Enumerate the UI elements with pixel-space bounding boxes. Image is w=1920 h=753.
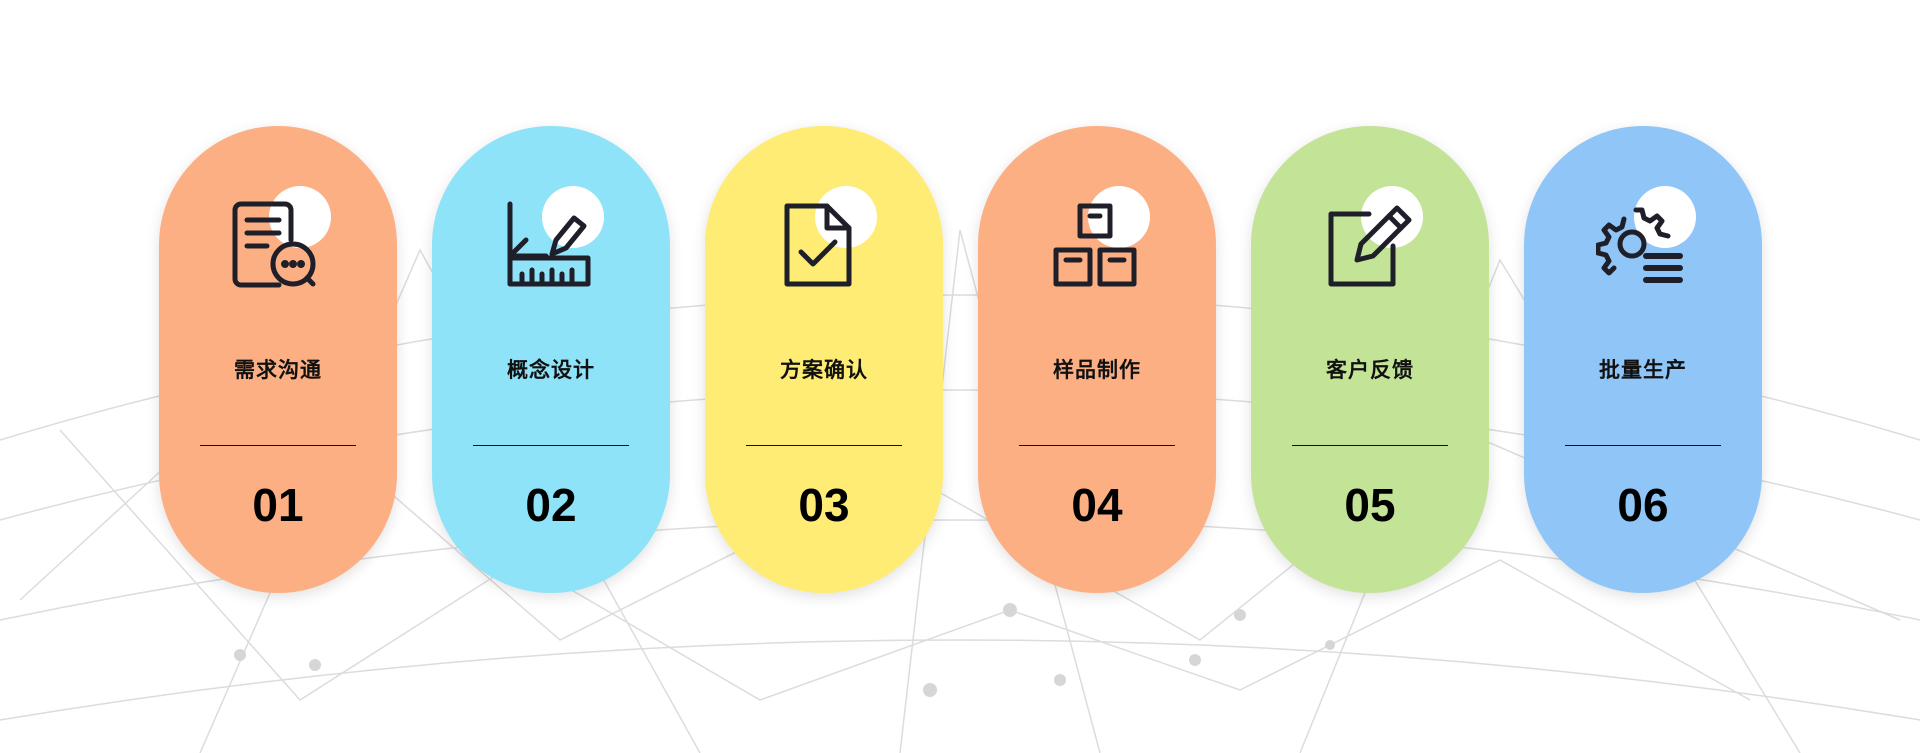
- document-check-icon: [784, 203, 852, 287]
- divider: [200, 445, 356, 446]
- process-step-card-6: 批量生产 06: [1524, 126, 1762, 593]
- step-number: 04: [1071, 479, 1123, 531]
- divider: [1565, 445, 1721, 446]
- step-number: 02: [525, 479, 577, 531]
- process-step-card-5: 客户反馈 05: [1251, 126, 1489, 593]
- ruler-pencil-icon: [507, 201, 591, 287]
- step-number: 06: [1617, 479, 1669, 531]
- step-title: 批量生产: [1599, 358, 1687, 382]
- step-title: 需求沟通: [234, 358, 322, 382]
- step-title: 概念设计: [507, 358, 595, 382]
- divider: [1292, 445, 1448, 446]
- process-step-card-1: 需求沟通 01: [159, 126, 397, 593]
- divider: [1019, 445, 1175, 446]
- step-title: 客户反馈: [1326, 358, 1414, 382]
- boxes-icon: [1053, 203, 1137, 287]
- process-step-card-2: 概念设计 02: [432, 126, 670, 593]
- process-step-card-4: 样品制作 04: [978, 126, 1216, 593]
- process-step-card-3: 方案确认 03: [705, 126, 943, 593]
- step-number: 05: [1344, 479, 1396, 531]
- divider: [746, 445, 902, 446]
- gear-production-icon: [1596, 207, 1683, 283]
- edit-icon: [1328, 205, 1412, 287]
- step-number: 01: [252, 479, 304, 531]
- divider: [473, 445, 629, 446]
- step-number: 03: [798, 479, 850, 531]
- step-title: 样品制作: [1053, 358, 1141, 382]
- document-chat-icon: [232, 201, 316, 288]
- step-title: 方案确认: [780, 358, 868, 382]
- decorative-circle: [269, 186, 331, 248]
